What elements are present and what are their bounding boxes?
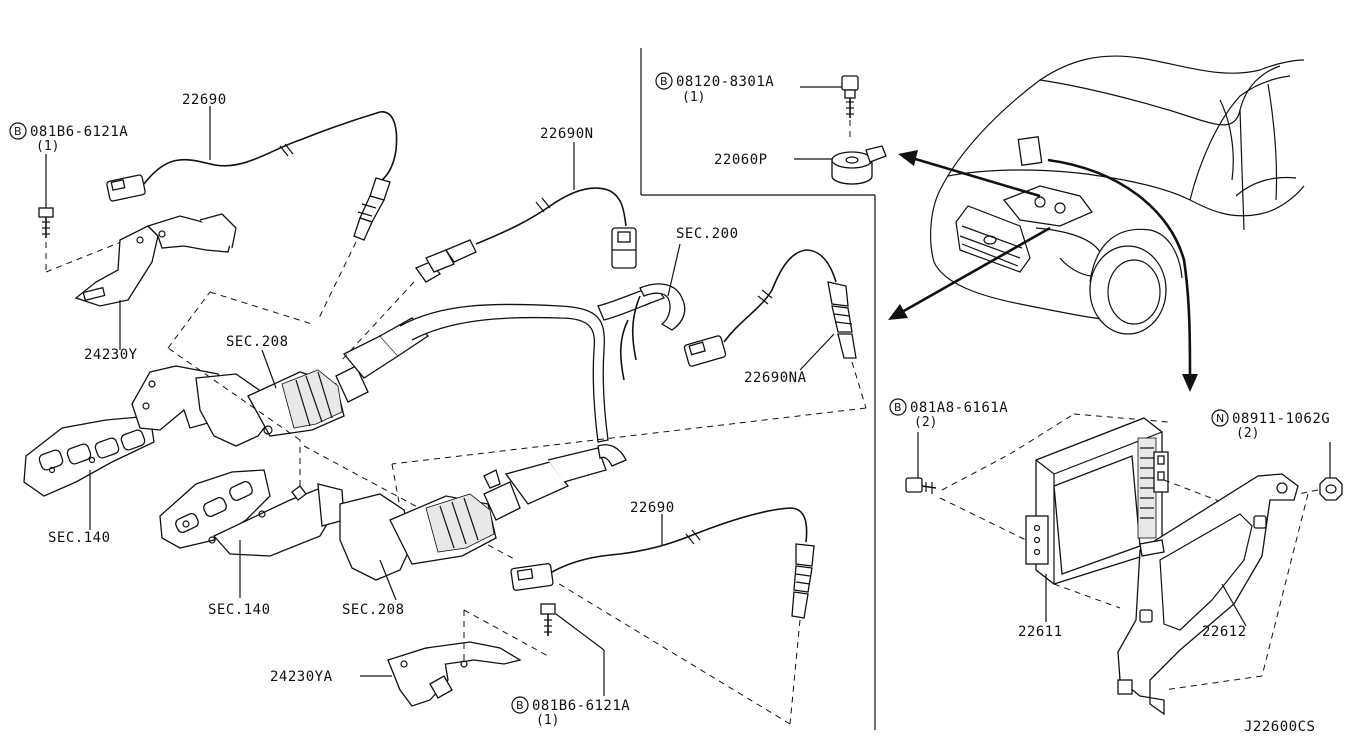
oxygen-sensor-22690na[interactable] <box>683 249 857 367</box>
label-sec208-lower: SEC.208 <box>342 602 405 618</box>
label-bolt-top-left: 081B6-6121A <box>30 124 128 140</box>
inset-frame <box>640 48 876 730</box>
label-22060p: 22060P <box>714 152 768 168</box>
bolt-bottom[interactable]: B 081B6-6121A (1) <box>511 603 630 728</box>
label-ecm-bolt: 081A8-6161A <box>910 400 1008 416</box>
bracket-24230ya[interactable] <box>387 641 522 707</box>
svg-text:B: B <box>660 75 668 88</box>
ecm-22611[interactable] <box>1025 417 1169 585</box>
label-24230ya: 24230YA <box>270 669 333 685</box>
ecm-nut[interactable]: N 08911-1062G (2) <box>1211 409 1343 501</box>
label-ecm-bolt-qty: (2) <box>914 415 937 430</box>
exhaust-manifold-lower[interactable] <box>159 469 345 557</box>
label-bolt-bottom-qty: (1) <box>536 713 559 728</box>
oxygen-sensor-22690-bottom[interactable] <box>510 507 815 619</box>
b-circle-icon <box>655 72 673 90</box>
b-circle-icon <box>889 398 907 416</box>
label-24230y: 24230Y <box>84 347 138 363</box>
svg-text:N: N <box>1216 412 1224 425</box>
svg-text:B: B <box>14 125 22 138</box>
label-22690na: 22690NA <box>744 370 807 386</box>
knock-sensor-22060p[interactable] <box>831 145 887 185</box>
label-22612: 22612 <box>1202 624 1247 640</box>
label-sec208-upper: SEC.208 <box>226 334 289 350</box>
b-circle-icon <box>511 696 529 714</box>
label-ecm-nut: 08911-1062G <box>1232 411 1330 427</box>
catalytic-converter-lower[interactable] <box>339 444 627 581</box>
label-sec140-lower: SEC.140 <box>208 602 271 618</box>
label-22690-top: 22690 <box>182 92 227 108</box>
label-inset-bolt: 08120-8301A <box>676 74 774 90</box>
bolt-top-left[interactable]: B 081B6-6121A (1) <box>9 122 128 238</box>
label-22690-bottom: 22690 <box>630 500 675 516</box>
label-22611: 22611 <box>1018 624 1063 640</box>
pointer-arrows <box>888 150 1198 392</box>
label-sec140-left: SEC.140 <box>48 530 111 546</box>
ecm-bracket-22612[interactable] <box>1117 473 1299 716</box>
vehicle-illustration <box>930 55 1305 335</box>
exhaust-pipe-sec200[interactable] <box>619 283 686 381</box>
b-circle-icon <box>9 122 27 140</box>
label-inset-bolt-qty: (1) <box>682 90 705 105</box>
oxygen-sensor-22690-top[interactable] <box>106 111 398 241</box>
label-22690n: 22690N <box>540 126 594 142</box>
ecm-bolt[interactable]: B 081A8-6161A (2) <box>889 398 1008 494</box>
label-sec200: SEC.200 <box>676 226 739 242</box>
diagram-code: J22600CS <box>1244 719 1315 735</box>
oxygen-sensor-22690n[interactable] <box>415 187 637 283</box>
label-ecm-nut-qty: (2) <box>1236 426 1259 441</box>
bracket-24230y[interactable] <box>74 213 237 307</box>
inset-bolt[interactable]: B 08120-8301A (1) <box>655 72 859 118</box>
svg-text:B: B <box>516 699 524 712</box>
n-circle-icon <box>1211 409 1229 427</box>
svg-text:B: B <box>894 401 902 414</box>
label-bolt-bottom: 081B6-6121A <box>532 698 630 714</box>
label-bolt-top-left-qty: (1) <box>36 139 59 154</box>
